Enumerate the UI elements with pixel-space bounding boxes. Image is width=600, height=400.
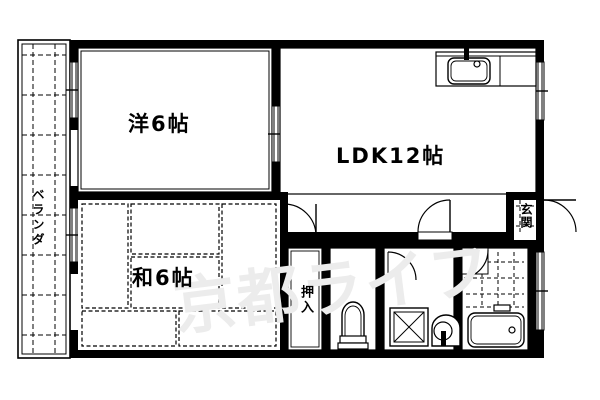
balcony-area — [17, 39, 71, 359]
washroom — [383, 247, 461, 351]
balcony-grid — [22, 44, 66, 354]
wet-area-walls — [280, 240, 536, 358]
kitchen-sink — [447, 48, 491, 85]
tatami-mats — [81, 203, 277, 347]
entrance-door — [543, 199, 577, 233]
washitsu-door — [280, 200, 317, 237]
closet-room — [287, 247, 323, 351]
entrance-area — [514, 199, 577, 233]
room-label-ldk: LDK12帖 — [336, 144, 446, 168]
room-label-closet: 押入 — [298, 285, 313, 315]
room-label-veranda: ベランダ — [31, 188, 45, 248]
room-label-japanese: 和6帖 — [132, 266, 195, 290]
toilet — [337, 301, 369, 350]
washroom-door — [387, 251, 417, 281]
washing-machine-pan — [389, 307, 429, 347]
toilet-room — [329, 247, 377, 351]
bathroom — [461, 247, 529, 351]
ldk-hall-door — [417, 199, 453, 241]
exterior-walls — [70, 40, 544, 358]
bathtub — [467, 304, 525, 348]
room-label-western: 洋6帖 — [128, 112, 191, 136]
washbasin — [431, 314, 461, 347]
bathroom-door — [461, 247, 489, 279]
room-label-entrance: 玄関 — [519, 203, 533, 229]
japanese-room-outline — [78, 200, 280, 350]
western-room-outline — [77, 47, 284, 200]
entrance-grid — [516, 200, 534, 232]
faucet-icon — [464, 48, 469, 60]
